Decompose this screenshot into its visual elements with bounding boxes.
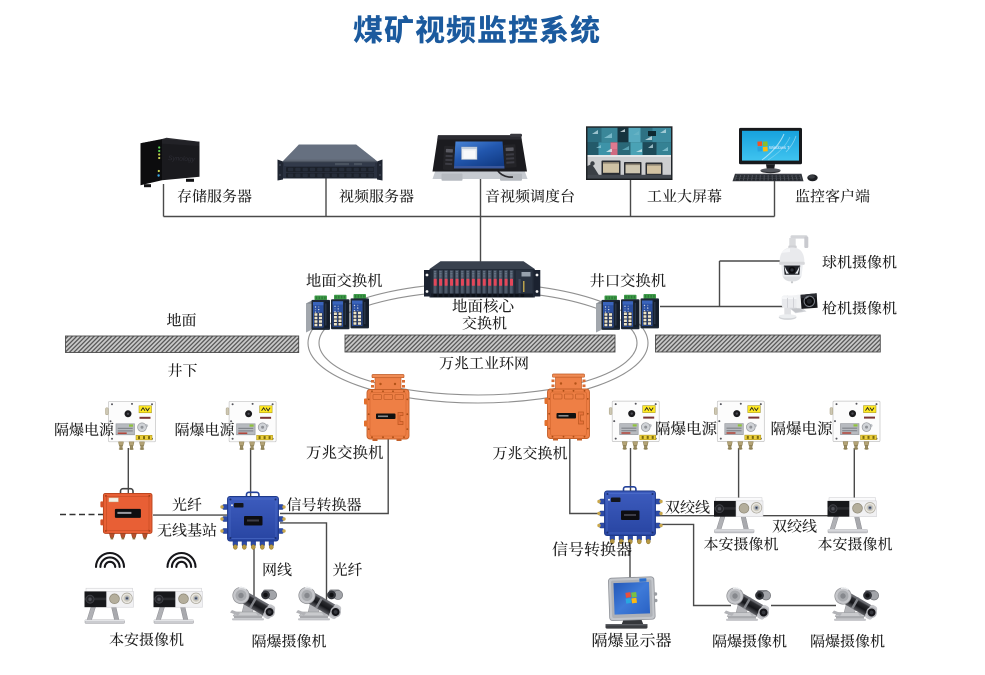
svg-text:Windows 7: Windows 7 [769, 145, 790, 150]
svg-text:Synology: Synology [168, 155, 196, 163]
